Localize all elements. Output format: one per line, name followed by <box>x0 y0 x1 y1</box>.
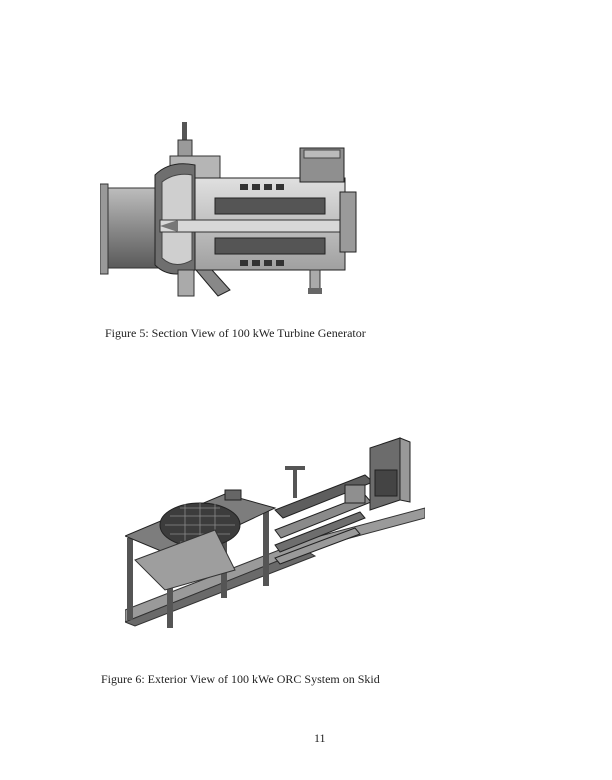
figure-6-caption: Figure 6: Exterior View of 100 kWe ORC S… <box>101 672 380 686</box>
figure-6-image <box>125 430 425 630</box>
figure-5-caption: Figure 5: Section View of 100 kWe Turbin… <box>105 326 366 340</box>
turbine-generator-section-drawing <box>100 122 357 297</box>
figure-5-image <box>100 120 362 312</box>
page-number: 11 <box>314 731 326 745</box>
orc-system-skid-drawing <box>125 437 425 628</box>
